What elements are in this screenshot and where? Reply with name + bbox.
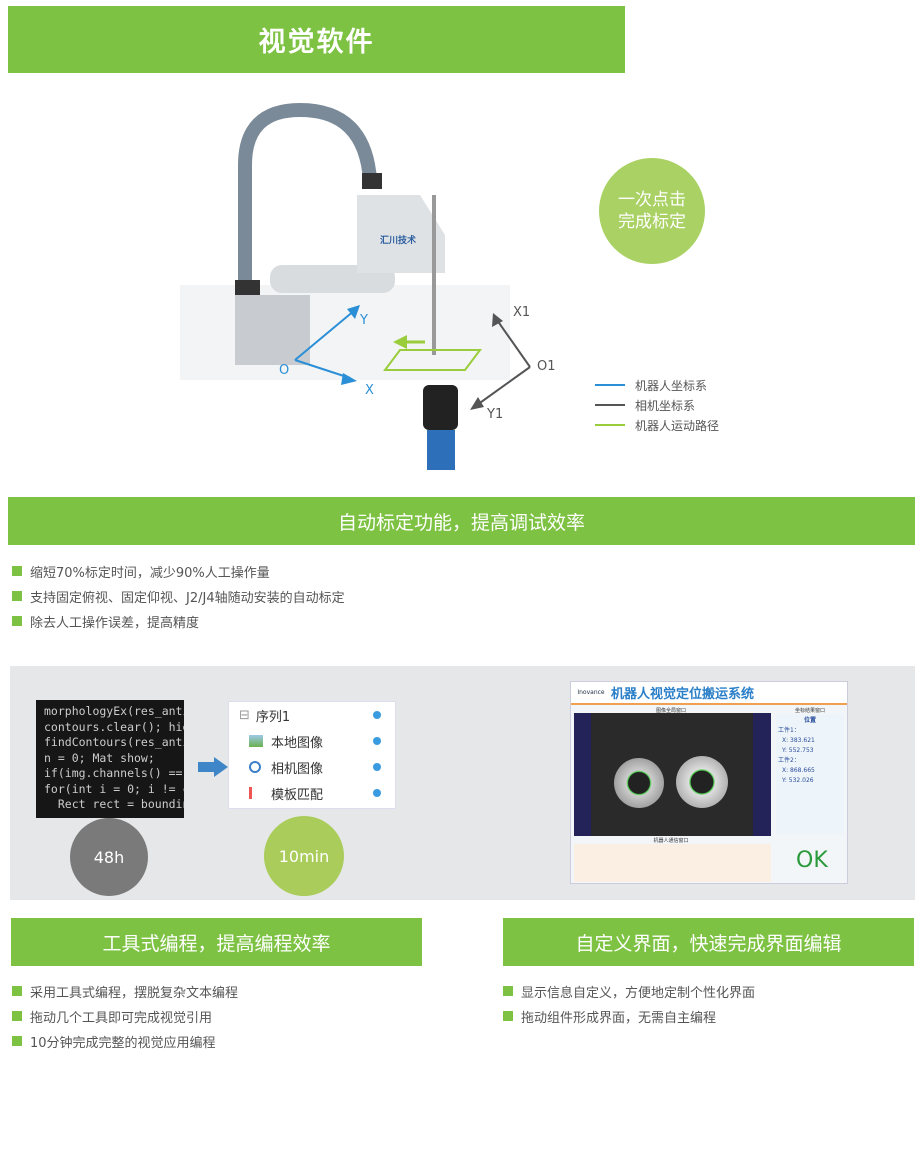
axis-label-x1: X1 [513, 305, 531, 320]
log-panel [574, 844, 771, 882]
log-window-label: 机器人通信窗口 [653, 838, 689, 844]
status-ok: OK [796, 848, 828, 873]
camera-icon [249, 761, 261, 773]
result-window-label: 坐标结果窗口 [794, 708, 825, 714]
robot-illustration: 汇川技术 O X Y O1 X1 Y1 [175, 95, 595, 475]
tool-tree: ⊟序列1 本地图像 相机图像 模板匹配 [228, 701, 396, 809]
legend-label: 机器人坐标系 [635, 378, 708, 393]
section2-bullets: 采用工具式编程，摆脱复杂文本编程 拖动几个工具即可完成视觉引用 10分钟完成完整… [12, 981, 238, 1051]
tree-item-template-match[interactable]: 模板匹配 [229, 780, 395, 806]
tree-item-camera-image[interactable]: 相机图像 [229, 754, 395, 780]
section-header-custom-ui: 自定义界面，快速完成界面编辑 [503, 918, 914, 966]
workpiece-2 [676, 756, 728, 808]
section-header-tool-programming: 工具式编程，提高编程效率 [11, 918, 422, 966]
list-icon [249, 787, 261, 799]
tree-item-sequence[interactable]: ⊟序列1 [229, 702, 395, 728]
app-title: 机器人视觉定位搬运系统 [611, 687, 755, 702]
tool-time-badge: 10min [264, 816, 344, 896]
image-icon [249, 735, 263, 747]
vision-app-screenshot: Inovance 机器人视觉定位搬运系统 图像全局窗口 坐标结果窗口 位置 工件… [570, 681, 848, 884]
axis-label-o1: O1 [537, 359, 556, 374]
legend-item-robot-path: 机器人运动路径 [595, 415, 719, 435]
code-time-badge: 48h [70, 818, 148, 896]
workpiece-1 [614, 758, 664, 808]
scara-robot-image: 汇川技术 [180, 102, 531, 470]
bullet-item: 采用工具式编程，摆脱复杂文本编程 [12, 981, 238, 1001]
bullet-item: 拖动组件形成界面，无需自主编程 [503, 1006, 755, 1026]
legend-item-camera-coords: 相机坐标系 [595, 395, 719, 415]
section3-bullets: 显示信息自定义，方便地定制个性化界面 拖动组件形成界面，无需自主编程 [503, 981, 755, 1026]
badge-line-1: 一次点击 [618, 190, 686, 210]
bullet-item: 缩短70%标定时间，减少90%人工操作量 [12, 561, 345, 581]
arrow-right-icon [198, 757, 228, 777]
bullet-item: 拖动几个工具即可完成视觉引用 [12, 1006, 238, 1026]
section1-bullets: 缩短70%标定时间，减少90%人工操作量 支持固定俯视、固定仰视、J2/J4轴随… [12, 561, 345, 631]
badge-line-2: 完成标定 [618, 212, 686, 232]
image-window-label: 图像全局窗口 [655, 708, 686, 714]
axis-label-o: O [279, 363, 290, 378]
tree-item-local-image[interactable]: 本地图像 [229, 728, 395, 754]
page-title: 视觉软件 [8, 6, 625, 73]
bullet-item: 显示信息自定义，方便地定制个性化界面 [503, 981, 755, 1001]
calibration-badge: 一次点击 完成标定 [599, 158, 705, 264]
legend-label: 相机坐标系 [635, 398, 696, 413]
section-header-auto-calibration: 自动标定功能，提高调试效率 [8, 497, 915, 545]
legend-label: 机器人运动路径 [635, 418, 720, 433]
legend-item-robot-coords: 机器人坐标系 [595, 375, 719, 395]
axis-label-x: X [365, 383, 374, 398]
camera-view [574, 713, 771, 836]
bullet-item: 除去人工操作误差，提高精度 [12, 611, 345, 631]
coordinate-legend: 机器人坐标系 相机坐标系 机器人运动路径 [595, 375, 719, 435]
robot-brand-label: 汇川技术 [380, 234, 416, 246]
bullet-item: 10分钟完成完整的视觉应用编程 [12, 1031, 238, 1051]
axis-label-y: Y [360, 313, 368, 328]
app-logo: Inovance [577, 689, 605, 696]
bullet-item: 支持固定俯视、固定仰视、J2/J4轴随动安装的自动标定 [12, 586, 345, 606]
axis-label-y1: Y1 [487, 407, 504, 422]
